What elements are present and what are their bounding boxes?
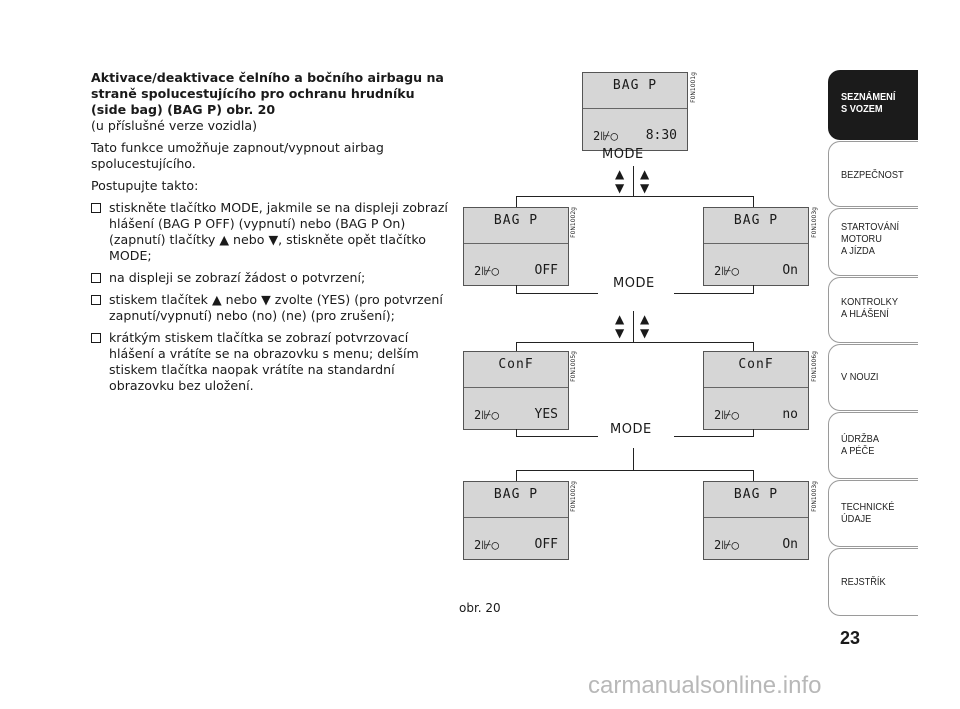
connector-line xyxy=(753,285,754,294)
list-item: stiskněte tlačítko MODE, jakmile se na d… xyxy=(91,200,451,264)
tab-startovani-motoru[interactable]: STARTOVÁNÍ MOTORU A JÍZDA xyxy=(828,208,918,276)
tab-v-nouzi[interactable]: V NOUZI xyxy=(828,344,918,411)
list-item: krátkým stiskem tlačítka se zobrazí potv… xyxy=(91,330,451,394)
list-item: stiskem tlačítek ▲ nebo ▼ zvolte (YES) (… xyxy=(91,292,451,324)
connector-line xyxy=(753,470,754,481)
section-subheading: (u příslušné verze vozidla) xyxy=(91,118,258,133)
tab-bezpecnost[interactable]: BEZPEČNOST xyxy=(828,141,918,207)
arrow-down-icon: ▼ xyxy=(615,326,625,340)
figure-code: F0N1001g xyxy=(690,72,697,103)
display-confirm-no: ConF 2⊮◯ no xyxy=(703,351,809,430)
tab-seznameni-s-vozem[interactable]: SEZNÁMENÍ S VOZEM xyxy=(828,70,918,140)
seat-airbag-icon: 2⊮◯ xyxy=(474,538,499,552)
connector-line xyxy=(633,448,634,470)
connector-line xyxy=(516,293,598,294)
mode-label: MODE xyxy=(610,422,652,437)
arrow-up-icon: ▲ xyxy=(615,312,625,326)
page-number: 23 xyxy=(840,628,861,648)
connector-line xyxy=(753,342,754,352)
figure-caption: obr. 20 xyxy=(459,601,501,615)
mode-label: MODE xyxy=(602,147,644,162)
arrow-up-icon: ▲ xyxy=(640,167,650,181)
procedure-intro: Postupujte takto: xyxy=(91,178,199,193)
arrow-down-icon: ▼ xyxy=(640,326,650,340)
tab-udrzba-a-pece[interactable]: ÚDRŽBA A PÉČE xyxy=(828,412,918,479)
connector-line xyxy=(674,293,754,294)
display-confirm-yes: ConF 2⊮◯ YES xyxy=(463,351,569,430)
connector-line xyxy=(516,342,754,343)
mode-label: MODE xyxy=(613,276,655,291)
figure-code: F0N1005g xyxy=(570,351,577,382)
connector-line xyxy=(633,311,634,342)
connector-line xyxy=(633,166,634,196)
checkbox-bullet-icon xyxy=(91,203,101,213)
seat-airbag-icon: 2⊮◯ xyxy=(593,129,618,143)
figure-code: F0N1002g xyxy=(570,207,577,238)
connector-line xyxy=(516,470,754,471)
seat-airbag-icon: 2⊮◯ xyxy=(714,408,739,422)
arrow-down-icon: ▼ xyxy=(640,181,650,195)
figure-code: F0N1002g xyxy=(570,481,577,512)
section-heading: Aktivace/deaktivace čelního a bočního ai… xyxy=(91,70,444,117)
figure-code: F0N1003g xyxy=(811,207,818,238)
connector-line xyxy=(516,470,517,481)
connector-line xyxy=(516,196,754,197)
connector-line xyxy=(516,436,598,437)
display-bag-on: BAG P 2⊮◯ On xyxy=(703,207,809,286)
figure-code: F0N1006g xyxy=(811,351,818,382)
intro-paragraph: Tato funkce umožňuje zapnout/vypnout air… xyxy=(91,140,384,171)
display-clock: BAG P 2⊮◯ 8:30 xyxy=(582,72,688,151)
seat-airbag-icon: 2⊮◯ xyxy=(474,264,499,278)
connector-line xyxy=(516,285,517,294)
figure-code: F0N1003g xyxy=(811,481,818,512)
arrow-up-icon: ▲ xyxy=(615,167,625,181)
display-bag-off: BAG P 2⊮◯ OFF xyxy=(463,207,569,286)
tab-technicke-udaje[interactable]: TECHNICKÉ ÚDAJE xyxy=(828,480,918,547)
connector-line xyxy=(674,436,754,437)
seat-airbag-icon: 2⊮◯ xyxy=(474,408,499,422)
connector-line xyxy=(753,429,754,437)
connector-line xyxy=(516,342,517,352)
seat-airbag-icon: 2⊮◯ xyxy=(714,538,739,552)
tab-rejstrik[interactable]: REJSTŘÍK xyxy=(828,548,918,616)
checkbox-bullet-icon xyxy=(91,273,101,283)
tab-kontrolky[interactable]: KONTROLKY A HLÁŠENÍ xyxy=(828,277,918,343)
connector-line xyxy=(516,196,517,207)
seat-airbag-icon: 2⊮◯ xyxy=(714,264,739,278)
checkbox-bullet-icon xyxy=(91,295,101,305)
checkbox-bullet-icon xyxy=(91,333,101,343)
arrow-up-icon: ▲ xyxy=(640,312,650,326)
connector-line xyxy=(753,196,754,207)
display-bag-on: BAG P 2⊮◯ On xyxy=(703,481,809,560)
display-bag-off: BAG P 2⊮◯ OFF xyxy=(463,481,569,560)
list-item: na displeji se zobrazí žádost o potvrzen… xyxy=(91,270,451,286)
instruction-text: Aktivace/deaktivace čelního a bočního ai… xyxy=(91,70,451,394)
watermark: carmanualsonline.info xyxy=(588,672,822,699)
arrow-down-icon: ▼ xyxy=(615,181,625,195)
connector-line xyxy=(516,429,517,437)
